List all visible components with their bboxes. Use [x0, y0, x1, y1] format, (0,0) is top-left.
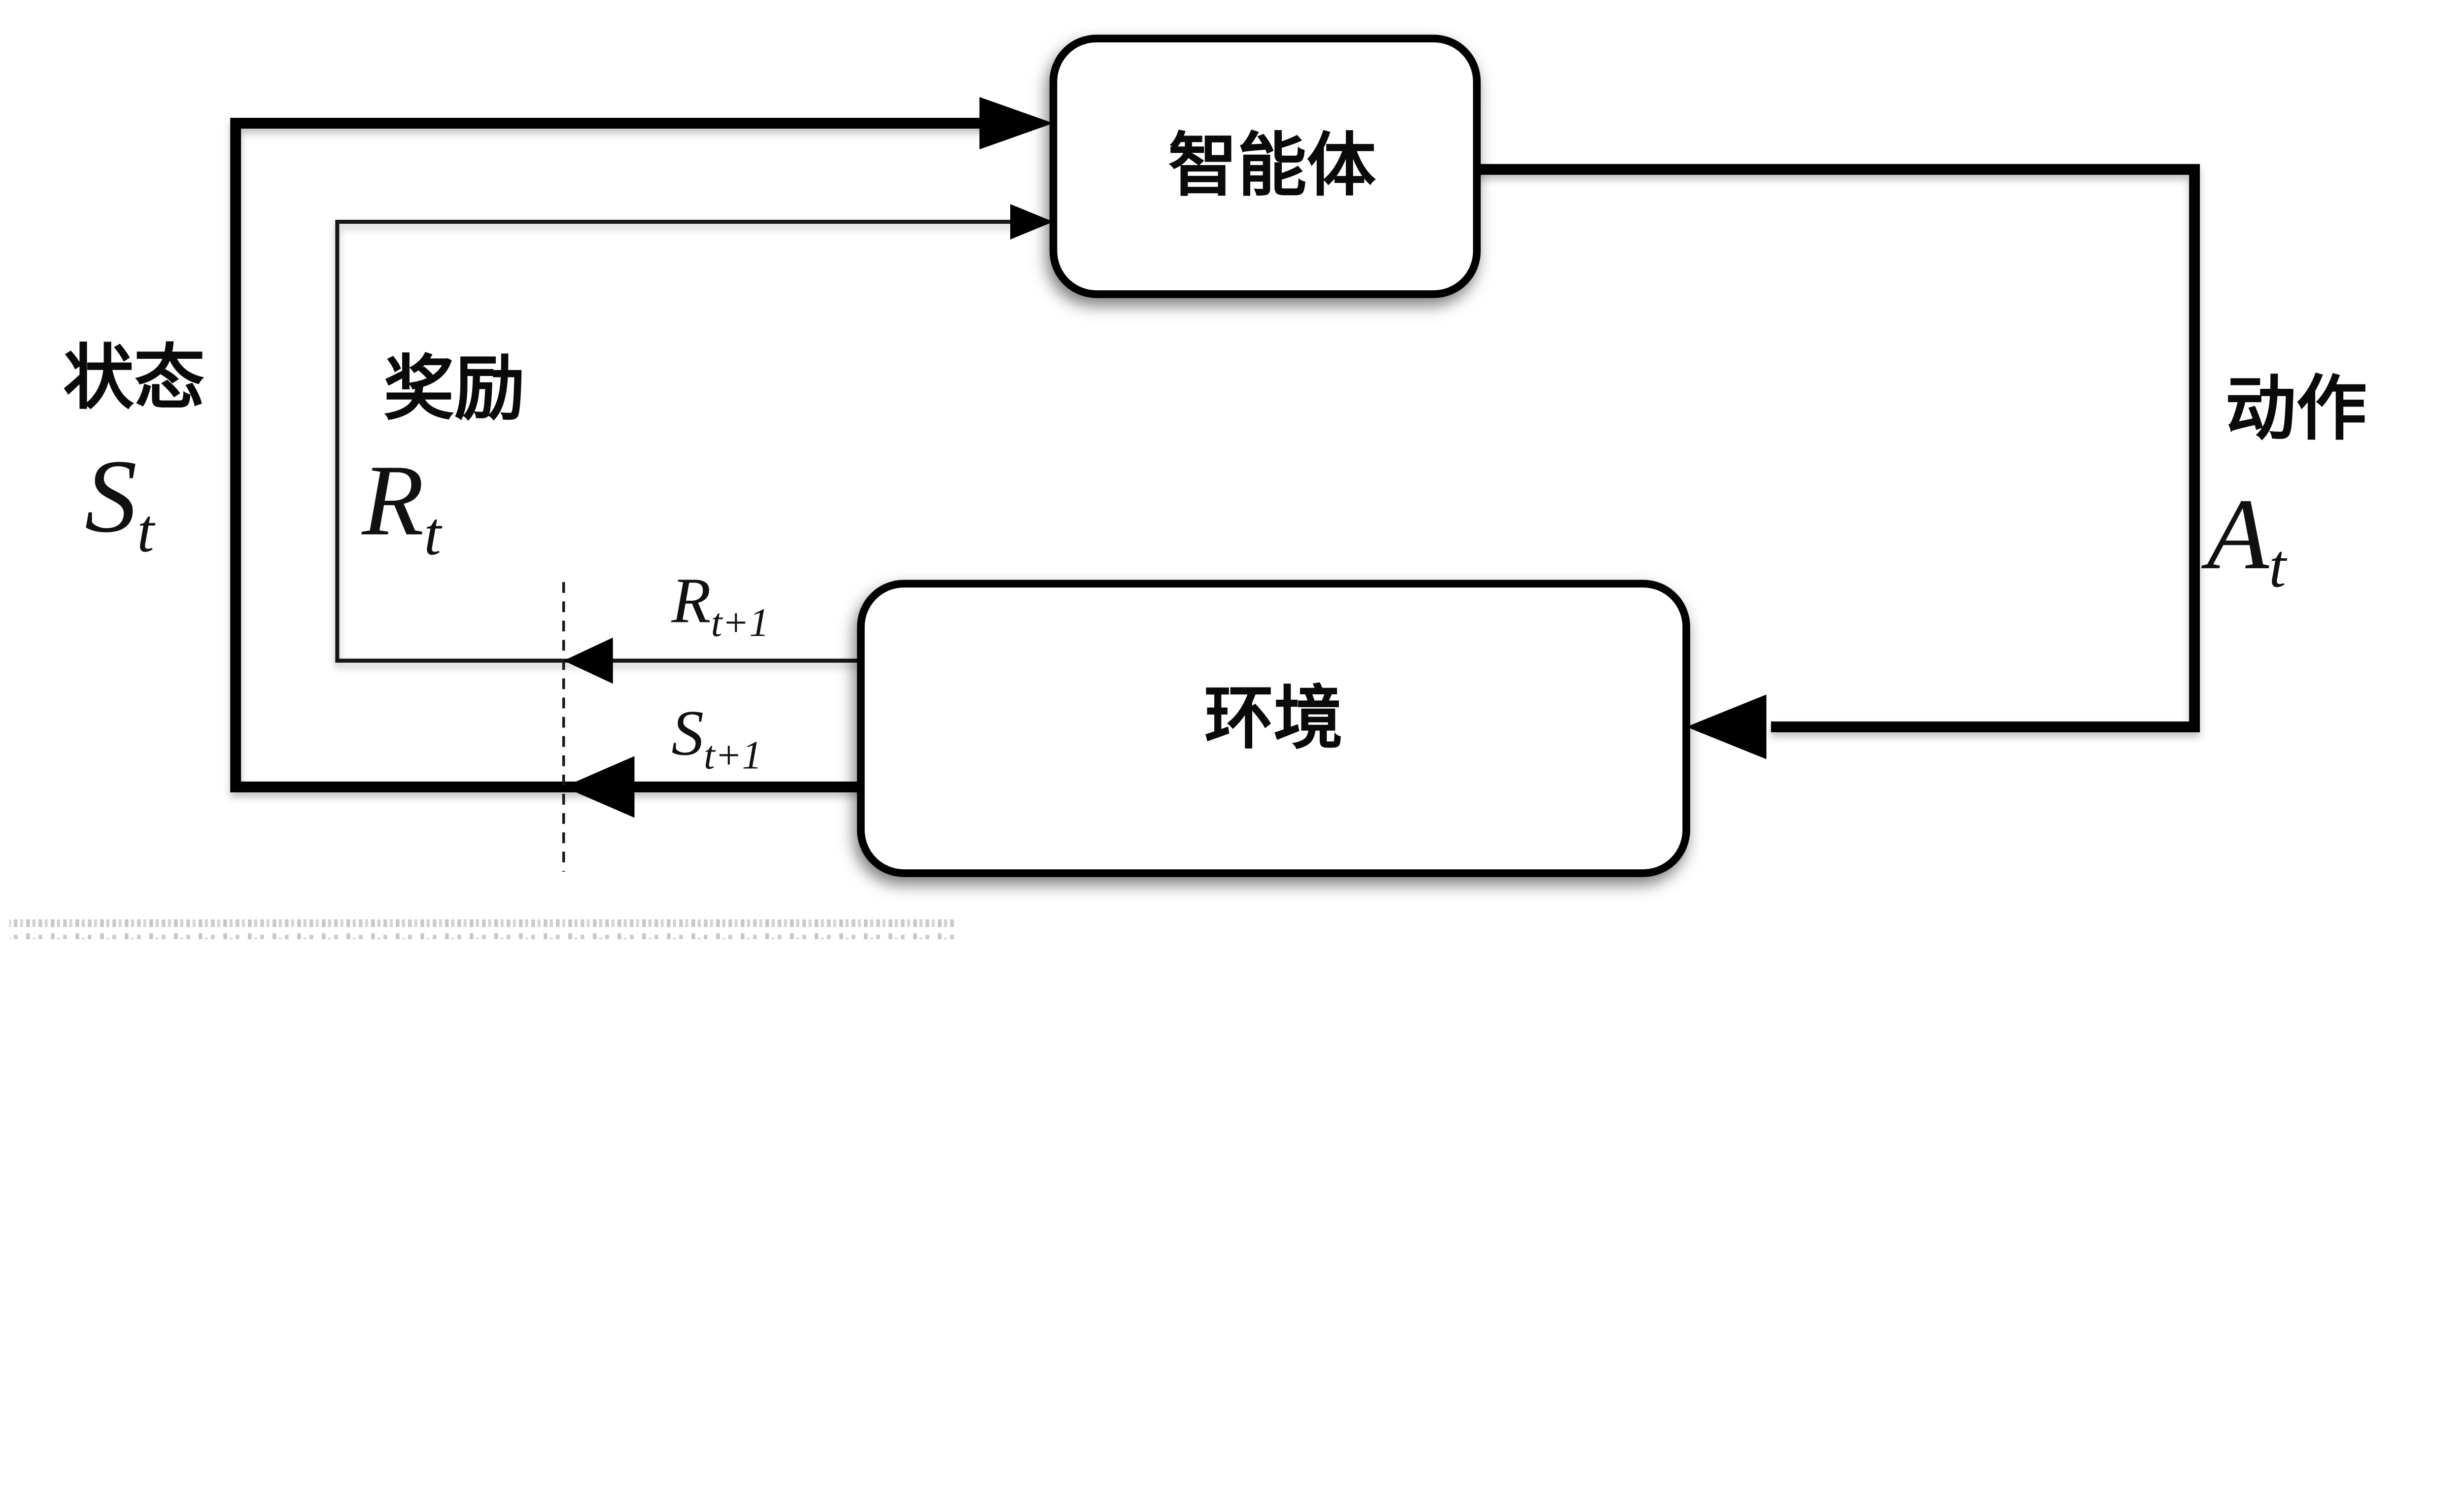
- state-arrowhead-into-agent: [979, 97, 1054, 150]
- action-arrowhead-into-environment: [1686, 694, 1767, 759]
- reward-symbol-subscript: t: [424, 500, 443, 568]
- state-symbol-base: S: [85, 438, 137, 554]
- rl-diagram-canvas: 智能体 环境 状态 奖励 动作 St Rt At Rt+1 St+1: [9, 34, 2367, 940]
- next-reward-symbol-base: R: [671, 565, 711, 637]
- state-feedback-line: [230, 118, 986, 792]
- state-symbol-subscript: t: [137, 497, 156, 565]
- rl-diagram: 智能体 环境 状态 奖励 动作 St Rt At Rt+1 St+1: [9, 34, 2367, 940]
- agent-label: 智能体: [1168, 128, 1376, 205]
- state-symbol: St: [85, 438, 156, 565]
- action-symbol-subscript: t: [2269, 533, 2288, 601]
- next-reward-symbol-subscript: t+1: [711, 601, 769, 645]
- next-state-symbol: St+1: [672, 697, 762, 777]
- action-line: [1473, 164, 2200, 732]
- reward-arrowhead-into-agent: [1010, 204, 1054, 239]
- reward-caption: 奖励: [383, 350, 525, 429]
- environment-label: 环境: [1204, 681, 1343, 757]
- reward-symbol: Rt: [361, 444, 443, 568]
- agent-node: [1049, 34, 1481, 298]
- cutoff-caption-remnant: [9, 919, 955, 940]
- next-reward-symbol: Rt+1: [671, 565, 769, 645]
- action-symbol-base: A: [2201, 478, 2269, 590]
- next-state-symbol-subscript: t+1: [704, 733, 762, 777]
- reward-symbol-base: R: [361, 444, 424, 556]
- environment-node: [857, 580, 1690, 877]
- action-caption: 动作: [2225, 371, 2367, 449]
- state-caption: 状态: [63, 340, 205, 418]
- next-state-arrowhead-at-divider: [563, 756, 635, 818]
- action-symbol: At: [2201, 478, 2288, 601]
- next-state-symbol-base: S: [672, 697, 704, 769]
- next-reward-arrowhead-at-divider: [563, 637, 613, 684]
